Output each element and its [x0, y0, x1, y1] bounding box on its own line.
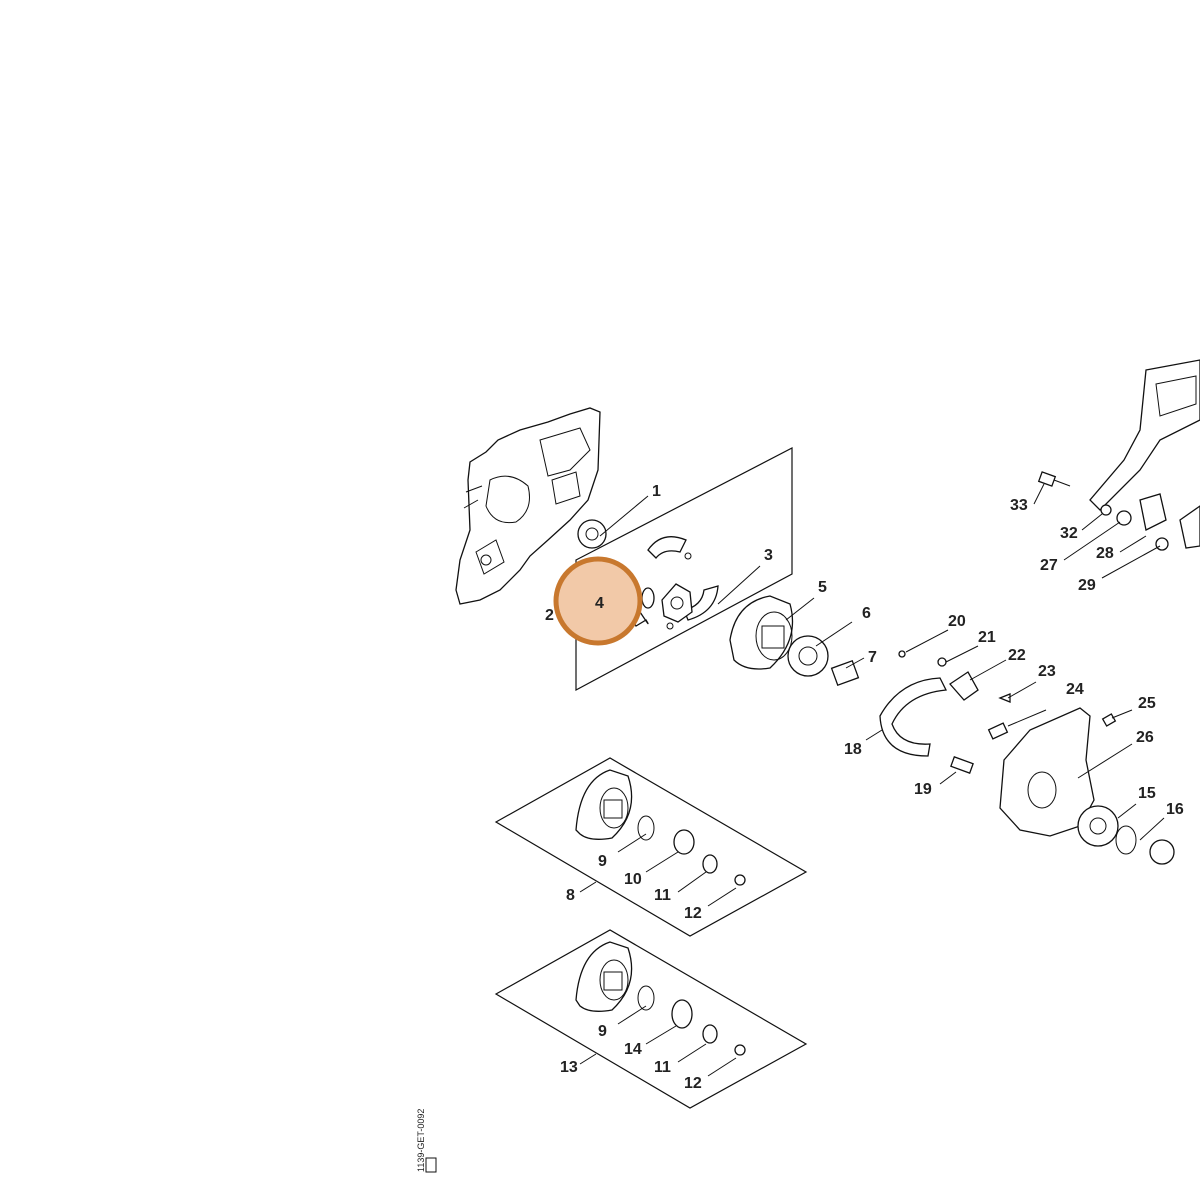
callout-23[interactable]: 23: [1038, 663, 1056, 680]
callout-33[interactable]: 33: [1010, 497, 1028, 514]
callout-11a[interactable]: 11: [654, 887, 671, 904]
callout-27[interactable]: 27: [1040, 557, 1058, 574]
callout-5[interactable]: 5: [818, 579, 827, 596]
callout-8[interactable]: 8: [566, 887, 575, 904]
crankcase-drawing: [455, 407, 607, 605]
callout-32[interactable]: 32: [1060, 525, 1078, 542]
highlight-marker[interactable]: [553, 556, 643, 646]
callout-14[interactable]: 14: [624, 1041, 642, 1058]
clutch-parts-drawing: [632, 536, 719, 630]
callout-15[interactable]: 15: [1138, 785, 1156, 802]
callout-24[interactable]: 24: [1066, 681, 1084, 698]
drawing-code-text: 1139-GET-0092: [416, 1109, 426, 1172]
kit-8-parts-drawing: [575, 769, 746, 886]
callout-3[interactable]: 3: [764, 547, 773, 564]
callout-25[interactable]: 25: [1138, 695, 1156, 712]
callout-28[interactable]: 28: [1096, 545, 1114, 562]
clutch-kit-box: [575, 447, 793, 692]
callout-26[interactable]: 26: [1136, 729, 1154, 746]
sprocket-cover-drawing: [999, 707, 1175, 865]
callout-9a[interactable]: 9: [598, 853, 607, 870]
callout-7[interactable]: 7: [868, 649, 877, 666]
callout-1[interactable]: 1: [652, 483, 661, 500]
kit-13-box: [494, 929, 808, 1109]
callout-18[interactable]: 18: [844, 741, 862, 758]
callout-19[interactable]: 19: [914, 781, 932, 798]
callout-12a[interactable]: 12: [684, 905, 702, 922]
drawing-code: 1139-GET-0092: [416, 1109, 437, 1173]
kit-8-box: [494, 757, 808, 937]
callout-labels: 1 2 3 4 5 6 7 20 21 22 23 24 25 26 18 19…: [545, 483, 1184, 1092]
callout-4[interactable]: 4: [595, 595, 604, 612]
callout-13[interactable]: 13: [560, 1059, 578, 1076]
callout-10[interactable]: 10: [624, 871, 642, 888]
callout-11b[interactable]: 11: [654, 1059, 671, 1076]
callout-2[interactable]: 2: [545, 607, 554, 624]
callout-22[interactable]: 22: [1008, 647, 1026, 664]
drum-sprocket-drawing: [729, 595, 860, 687]
callout-16[interactable]: 16: [1166, 801, 1184, 818]
callout-6[interactable]: 6: [862, 605, 871, 622]
leader-lines: [575, 483, 1165, 1077]
callout-29[interactable]: 29: [1078, 577, 1096, 594]
callout-21[interactable]: 21: [978, 629, 996, 646]
hand-guard-drawing: [1037, 359, 1200, 551]
callout-12b[interactable]: 12: [684, 1075, 702, 1092]
callout-9b[interactable]: 9: [598, 1023, 607, 1040]
callout-20[interactable]: 20: [948, 613, 966, 630]
kit-13-parts-drawing: [575, 941, 746, 1056]
